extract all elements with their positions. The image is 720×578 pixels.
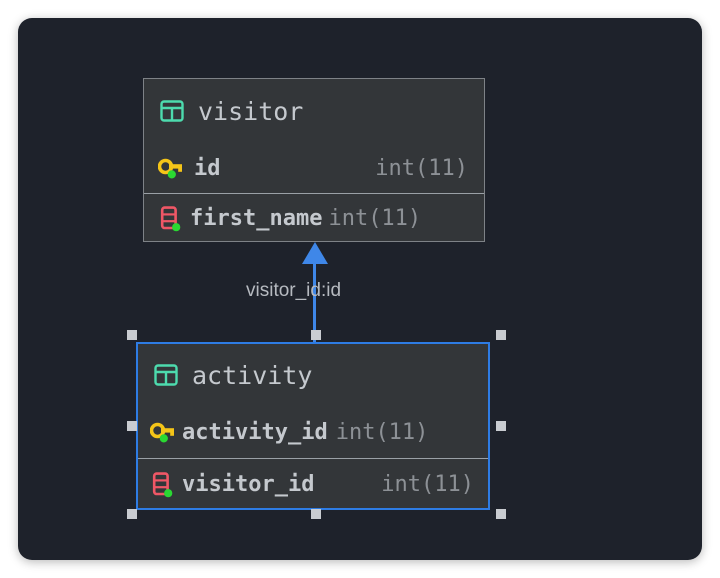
table-node-activity[interactable]: activity activity_id int(11)	[136, 342, 490, 510]
selection-handle-top-left[interactable]	[127, 330, 137, 340]
column-row-activity-visitor-id[interactable]: visitor_id int(11)	[138, 458, 488, 508]
table-name-label: visitor	[198, 96, 304, 126]
selection-handle-bottom-left[interactable]	[127, 509, 137, 519]
selection-handle-bottom-right[interactable]	[496, 509, 506, 519]
selection-handle-top-center[interactable]	[311, 330, 321, 340]
column-row-visitor-first-name[interactable]: first_name int(11)	[144, 193, 484, 241]
primary-key-icon	[149, 421, 176, 443]
table-icon	[154, 363, 178, 387]
column-field-icon	[152, 471, 174, 498]
table-name-label: activity	[192, 360, 313, 390]
column-name-label: visitor_id	[182, 472, 315, 497]
column-row-activity-activity-id[interactable]: activity_id int(11)	[138, 406, 488, 458]
selection-handle-middle-left[interactable]	[127, 421, 137, 431]
column-type-label: int(11)	[381, 472, 474, 497]
table-icon	[160, 99, 184, 123]
diagram-canvas[interactable]: visitor id int(11)	[18, 18, 702, 560]
selection-handle-top-right[interactable]	[496, 330, 506, 340]
table-header-visitor[interactable]: visitor	[144, 79, 484, 143]
column-name-label: first_name	[190, 206, 323, 231]
column-type-label: int(11)	[335, 419, 429, 445]
column-type-label: int(11)	[375, 155, 468, 181]
table-header-activity[interactable]: activity	[138, 344, 488, 406]
column-field-icon	[160, 205, 182, 232]
column-type-label: int(11)	[328, 206, 422, 231]
relationship-line[interactable]	[313, 262, 316, 344]
table-node-visitor[interactable]: visitor id int(11)	[143, 78, 485, 242]
column-name-label: id	[194, 155, 221, 181]
relationship-arrow-icon	[302, 242, 328, 264]
column-row-visitor-id[interactable]: id int(11)	[144, 143, 484, 193]
relationship-label: visitor_id:id	[246, 280, 342, 301]
column-name-label: activity_id	[182, 419, 328, 445]
selection-handle-middle-right[interactable]	[496, 421, 506, 431]
selection-handle-bottom-center[interactable]	[311, 509, 321, 519]
primary-key-icon	[157, 157, 184, 179]
